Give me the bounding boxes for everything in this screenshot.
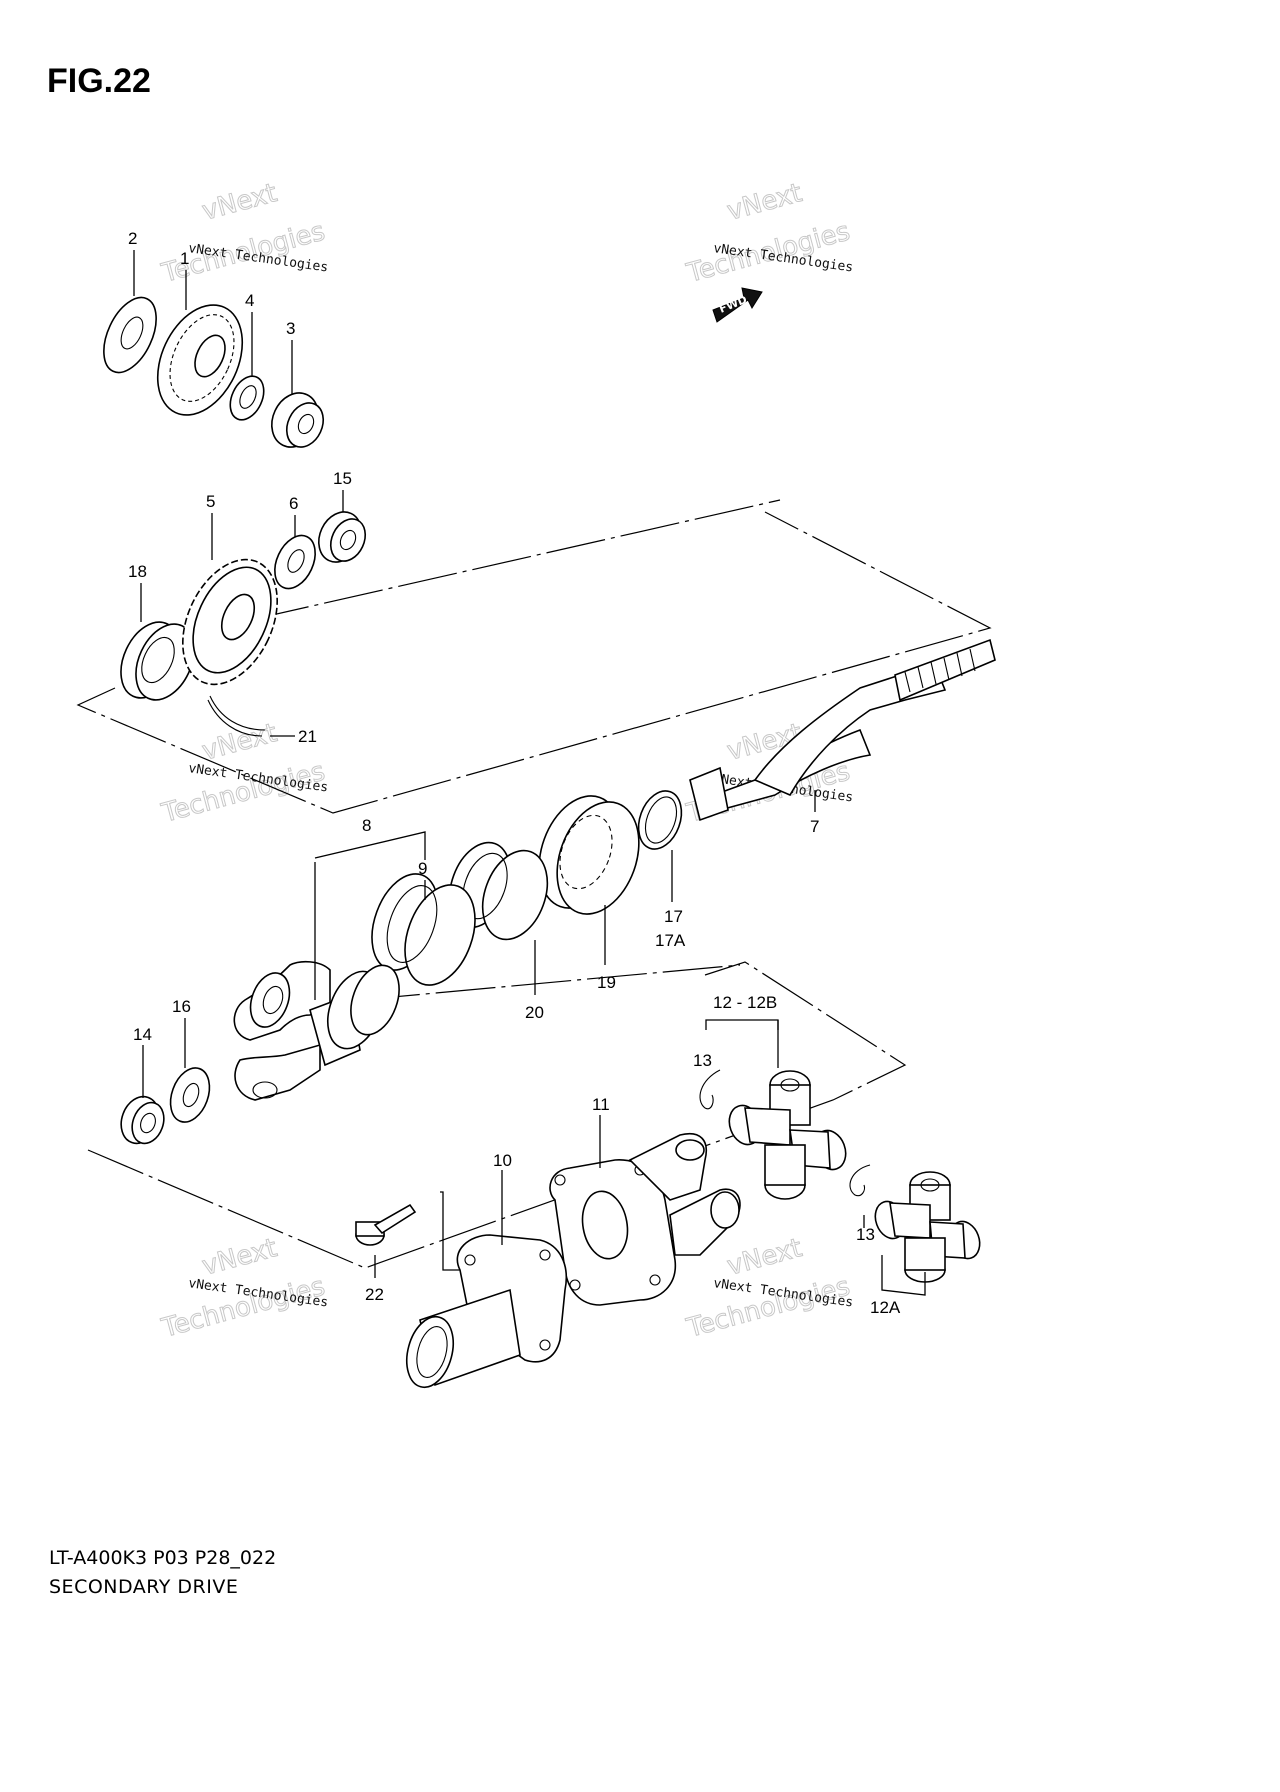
callout-labels: 2 1 4 3 5 6 15 18 21 7 8 9 17 17A 19 20 … (128, 229, 901, 1317)
washer-part-16 (169, 1067, 211, 1123)
assembly-name: SECONDARY DRIVE (49, 1576, 239, 1598)
callout-7: 7 (810, 817, 819, 836)
watermark-word: vNext (724, 1233, 805, 1282)
yoke-part-8 (233, 960, 400, 1101)
gear-part-5 (182, 558, 278, 686)
callout-10: 10 (493, 1151, 512, 1170)
seal-part-9 (371, 873, 476, 986)
callout-22: 22 (365, 1285, 384, 1304)
callout-14: 14 (133, 1025, 152, 1044)
universal-joint-part-12a (874, 1171, 981, 1283)
figure-title: FIG.22 (47, 62, 151, 100)
bevel-gear-part-1 (156, 304, 244, 416)
flange-yoke-part-11 (549, 1133, 741, 1306)
watermark-word: Technologies (683, 1272, 853, 1344)
watermark-top-left: vNext Technologies vNext Technologies (158, 178, 329, 290)
callout-21: 21 (298, 727, 317, 746)
watermark-word: vNext (199, 1233, 280, 1282)
shaft-part-7 (689, 638, 996, 822)
callout-9: 9 (418, 859, 427, 878)
callout-6: 6 (289, 494, 298, 513)
callout-8: 8 (362, 816, 371, 835)
fwd-label: FWD (717, 293, 749, 316)
callout-2: 2 (128, 229, 137, 248)
o-ring-part-17 (637, 790, 683, 850)
callout-20: 20 (525, 1003, 544, 1022)
fwd-arrow-icon: FWD (712, 287, 763, 323)
upper-assembly-frame (76, 511, 992, 814)
middle-assembly-frame-top (359, 964, 741, 1001)
callout-17: 17 (664, 907, 683, 926)
callout-1: 1 (180, 249, 189, 268)
nut-part-15 (318, 511, 367, 563)
watermark-bottom-right: vNext Technologies vNext Technologies (683, 1233, 854, 1345)
nut-part-3 (271, 392, 325, 448)
callout-19: 19 (597, 973, 616, 992)
middle-assembly-frame (87, 961, 907, 1269)
washer-part-4 (229, 375, 265, 421)
watermark-bottom-left: vNext Technologies vNext Technologies (158, 1233, 329, 1345)
circlip-part-21 (207, 695, 266, 737)
callout-13-lower: 13 (856, 1225, 875, 1244)
washer-part-6 (274, 534, 316, 590)
circlip-part-13-lower (849, 1164, 871, 1197)
output-flange-part-10 (405, 1234, 567, 1389)
washer-part-2 (103, 296, 157, 374)
upper-assembly-frame-top (249, 499, 781, 621)
callout-4: 4 (245, 291, 254, 310)
callout-17a: 17A (655, 931, 686, 950)
callout-18: 18 (128, 562, 147, 581)
bearing-part-19 (538, 795, 640, 915)
callout-12a: 12A (870, 1298, 901, 1317)
watermark-word: Technologies (158, 1272, 328, 1344)
circlip-part-13-upper (699, 1069, 721, 1110)
leader-lines (133, 250, 926, 1296)
callout-13-upper: 13 (693, 1051, 712, 1070)
bolt-part-22 (355, 1203, 417, 1246)
callout-3: 3 (286, 319, 295, 338)
watermark-word: vNext (199, 178, 280, 227)
callout-15: 15 (333, 469, 352, 488)
bearing-part-18 (120, 621, 195, 701)
universal-joint-part-12 (728, 1070, 847, 1200)
watermark-word: vNext (724, 178, 805, 227)
callout-11: 11 (592, 1095, 610, 1114)
model-code: LT-A400K3 P03 P28_022 (49, 1547, 277, 1569)
nut-part-14 (120, 1095, 165, 1145)
watermark-top-right: vNext Technologies vNext Technologies (683, 178, 854, 290)
callout-5: 5 (206, 492, 215, 511)
callout-12-12b: 12 - 12B (713, 993, 777, 1012)
watermark-word: Technologies (158, 757, 328, 829)
callout-16: 16 (172, 997, 191, 1016)
